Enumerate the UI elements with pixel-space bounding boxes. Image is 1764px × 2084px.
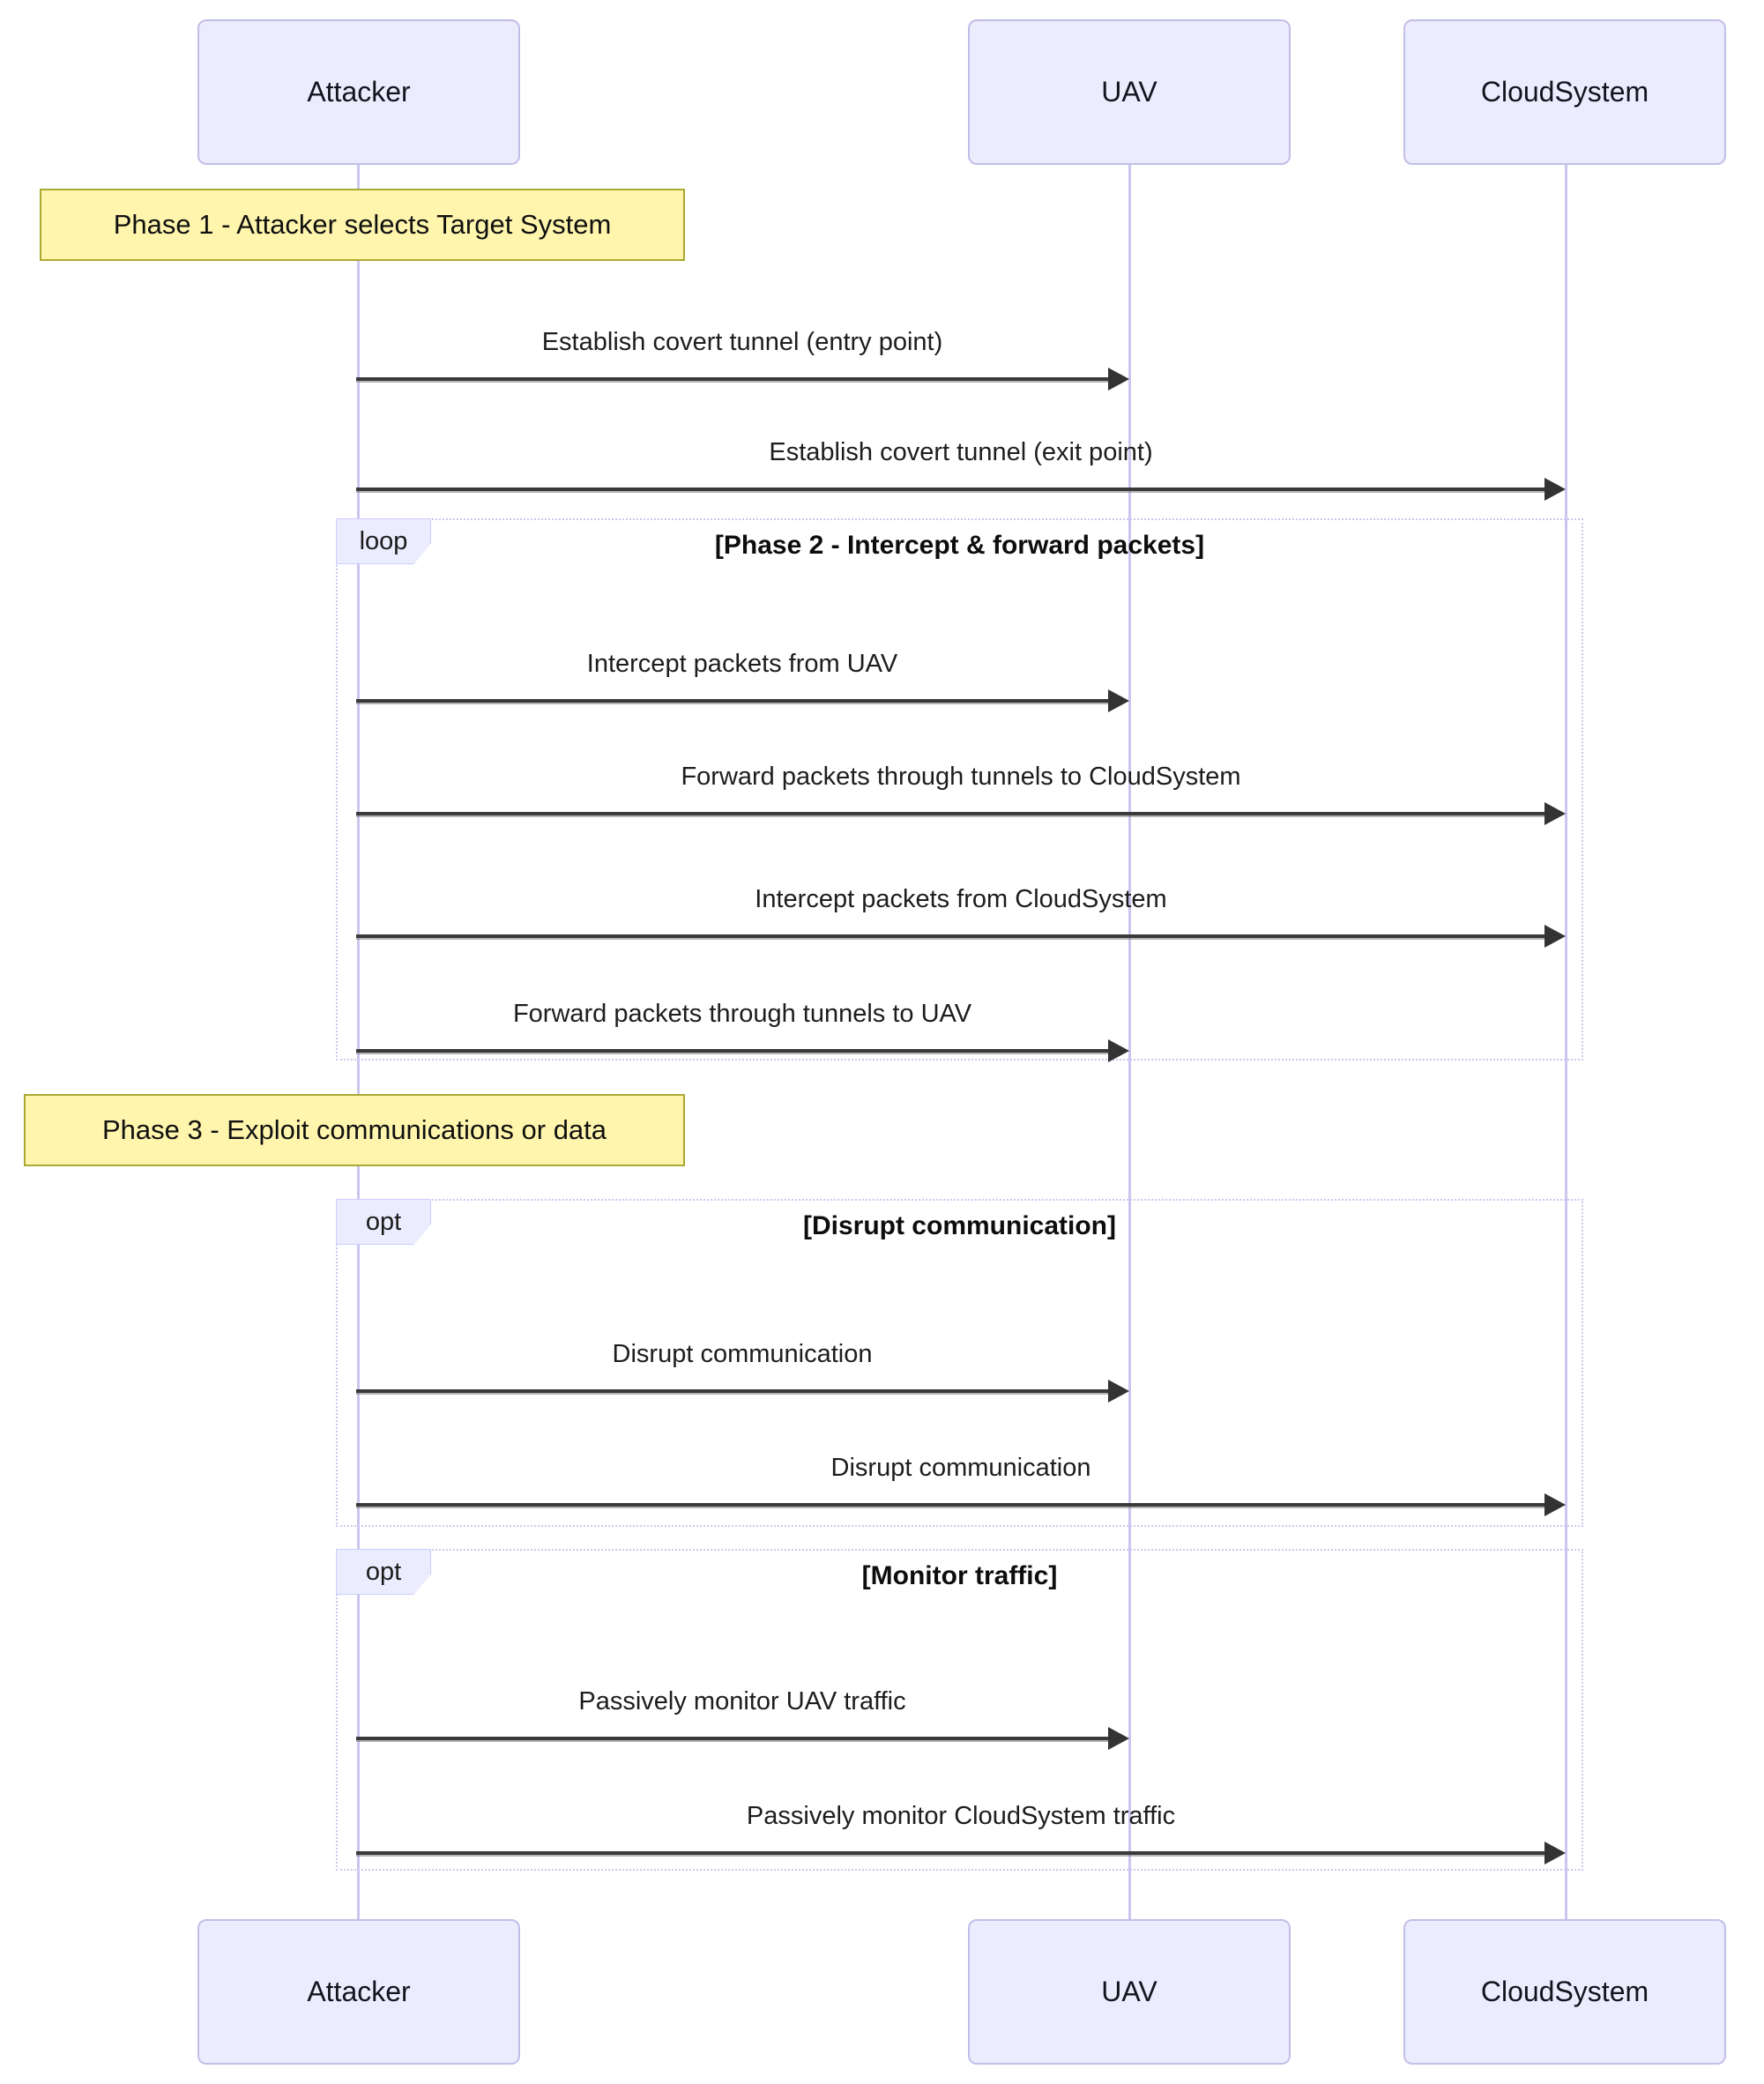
message-label: Disrupt communication [612, 1340, 873, 1368]
message-arrow [356, 1842, 1566, 1864]
message-arrow [356, 368, 1129, 391]
fragment-opt-monitor-label: opt [336, 1549, 431, 1595]
fragment-opt-disrupt: opt [Disrupt communication] [336, 1199, 1583, 1527]
message-arrow [356, 1493, 1566, 1516]
message-label: Establish covert tunnel (exit point) [769, 438, 1153, 466]
lifeline-cloudsystem [1565, 165, 1567, 1919]
actor-attacker-label: Attacker [307, 76, 411, 108]
actor-uav-label: UAV [1101, 1976, 1157, 2007]
actor-attacker-top: Attacker [197, 19, 520, 165]
message-label: Intercept packets from CloudSystem [755, 885, 1167, 913]
fragment-loop-label: loop [336, 518, 431, 564]
actor-uav-label: UAV [1101, 76, 1157, 108]
message-arrow [356, 1727, 1129, 1750]
note-phase-1: Phase 1 - Attacker selects Target System [40, 189, 685, 261]
actor-cloudsystem-bottom: CloudSystem [1403, 1919, 1726, 2065]
fragment-opt-monitor: opt [Monitor traffic] [336, 1549, 1583, 1871]
message-label: Passively monitor UAV traffic [578, 1687, 906, 1716]
fragment-opt-disrupt-title: [Disrupt communication] [802, 1211, 1116, 1240]
message-label: Disrupt communication [830, 1454, 1091, 1482]
message-label: Intercept packets from UAV [586, 650, 898, 678]
fragment-opt-monitor-title: [Monitor traffic] [861, 1561, 1058, 1590]
actor-cloudsystem-label: CloudSystem [1480, 1976, 1649, 2007]
message-arrow [356, 1039, 1129, 1062]
actor-attacker-bottom: Attacker [197, 1919, 520, 2065]
message-arrow [356, 689, 1129, 712]
message-arrow [356, 478, 1566, 501]
message-arrow [356, 925, 1566, 948]
lifeline-uav [1128, 165, 1131, 1919]
message-arrow [356, 1380, 1129, 1403]
message-arrow [356, 802, 1566, 825]
actor-cloudsystem-top: CloudSystem [1403, 19, 1726, 165]
actor-uav-top: UAV [968, 19, 1291, 165]
lifeline-attacker [357, 165, 360, 1919]
actor-cloudsystem-label: CloudSystem [1480, 76, 1649, 108]
fragment-loop: loop [Phase 2 - Intercept & forward pack… [336, 518, 1583, 1061]
message-label: Establish covert tunnel (entry point) [541, 328, 943, 356]
note-phase-3: Phase 3 - Exploit communications or data [24, 1094, 685, 1166]
message-label: Passively monitor CloudSystem traffic [746, 1802, 1176, 1830]
actor-attacker-label: Attacker [307, 1976, 411, 2007]
message-label: Forward packets through tunnels to Cloud… [681, 763, 1241, 791]
message-label: Forward packets through tunnels to UAV [512, 1000, 972, 1028]
actor-uav-bottom: UAV [968, 1919, 1291, 2065]
fragment-opt-disrupt-label: opt [336, 1199, 431, 1245]
note-phase-3-text: Phase 3 - Exploit communications or data [101, 1114, 607, 1145]
fragment-loop-title: [Phase 2 - Intercept & forward packets] [714, 531, 1205, 560]
note-phase-1-text: Phase 1 - Attacker selects Target System [113, 209, 612, 240]
